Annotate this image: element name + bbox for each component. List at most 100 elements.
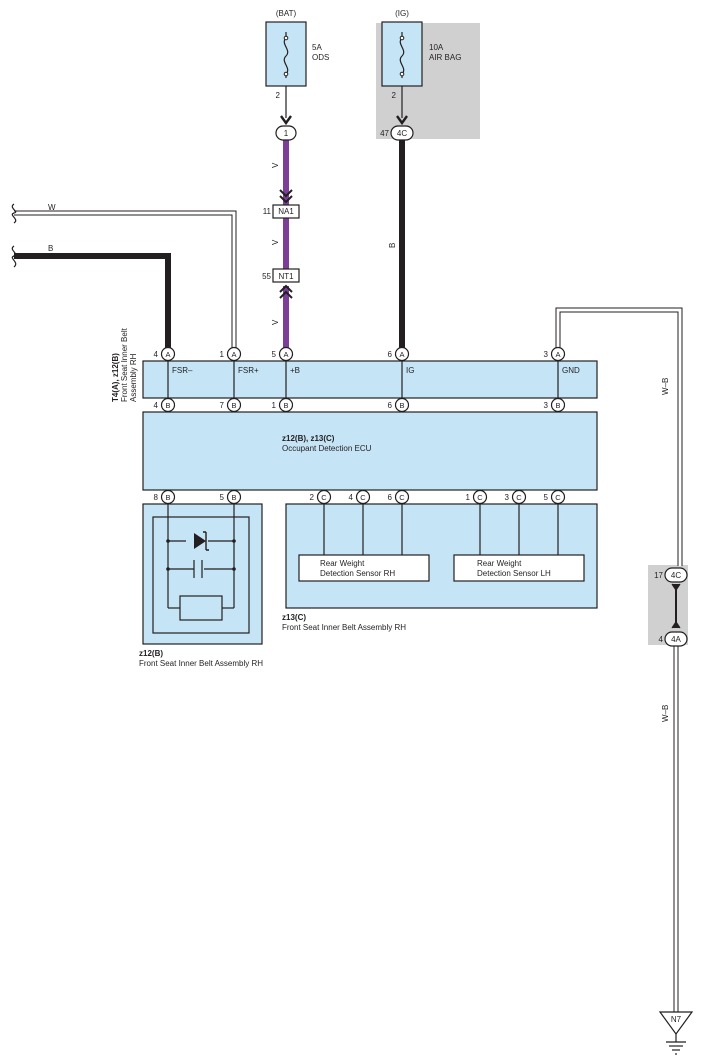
bat-fuse-dot-bottom — [283, 71, 289, 77]
assy-b-name: Front Seat Inner Belt Assembly RH — [139, 659, 263, 668]
bat-fuse-dot-top — [283, 35, 289, 41]
wire-label-v2: V — [271, 239, 280, 245]
sensor-rh-line2: Detection Sensor RH — [320, 569, 395, 578]
ig-fuse-pin: 2 — [392, 91, 397, 100]
module-a-top-pin-4-marker — [550, 346, 566, 362]
connector-4c-top-pin: 47 — [380, 129, 389, 138]
connector-4c-right-label: 4C — [671, 571, 681, 580]
module-a-top-pin-3-marker — [394, 346, 410, 362]
na1-pin: 11 — [263, 207, 272, 216]
nt1-pin: 55 — [262, 272, 271, 281]
na1-arrow — [279, 189, 293, 204]
ecu-bottom-pin-6-conn: C — [516, 493, 522, 502]
w-wire — [14, 210, 237, 348]
assy-b-circuit — [167, 504, 235, 621]
ecu-bottom-pin-7-conn: C — [555, 493, 561, 502]
module-a-terminal-name-4: GND — [562, 366, 580, 375]
connector-4a-right — [664, 631, 688, 647]
bat-fuse-name: ODS — [312, 53, 329, 62]
ecu-bottom-pin-3-num: 4 — [349, 493, 354, 502]
ig-source-label: (IG) — [395, 9, 409, 18]
ecu-bottom-pin-4-num: 6 — [388, 493, 393, 502]
connector-1 — [275, 125, 297, 141]
sensor-rh-box — [298, 554, 430, 582]
ecu-bottom-pin-5-conn: C — [477, 493, 483, 502]
connector-4a-right-label: 4A — [671, 635, 681, 644]
connector-4c-top-label: 4C — [397, 129, 407, 138]
module-a-bottom-pin-0-num: 4 — [154, 401, 159, 410]
module-a-bottom-pin-0-conn: B — [165, 401, 170, 410]
wire-label-w: W — [48, 203, 56, 212]
wire-label-b-ig: B — [388, 243, 397, 248]
ecu-bottom-pin-7-num: 5 — [544, 493, 549, 502]
module-a-bottom-pin-1-conn: B — [231, 401, 236, 410]
ground-triangle — [658, 1011, 694, 1036]
connector-4c-right — [664, 567, 688, 583]
ecu-bottom-pin-4-conn: C — [399, 493, 405, 502]
module-a-top-pin-3-conn: A — [399, 350, 404, 359]
ecu-bottom-pin-0-conn: B — [165, 493, 170, 502]
sensor-lh-line2: Detection Sensor LH — [477, 569, 551, 578]
ecu-bottom-pin-0-num: 8 — [154, 493, 159, 502]
module-a-bottom-pin-1-num: 7 — [220, 401, 225, 410]
sensor-lh-box — [453, 554, 585, 582]
wire-label-v3: V — [271, 319, 280, 325]
bat-source-label: (BAT) — [276, 9, 297, 18]
ground-label: N7 — [671, 1015, 682, 1024]
module-a-top-pin-0-conn: A — [165, 350, 170, 359]
module-a-terminal-name-1: FSR+ — [238, 366, 259, 375]
module-a-bottom-pin-4-num: 3 — [544, 401, 549, 410]
sensor-lh-line1: Rear Weight — [477, 559, 522, 568]
b-wire-break — [11, 245, 17, 268]
bat-wire-arrow — [280, 115, 292, 126]
module-a-bottom-pin-3-num: 6 — [388, 401, 393, 410]
module-a-top-pin-1-num: 1 — [220, 350, 225, 359]
assy-b-title: z12(B) — [139, 649, 163, 658]
module-a-top-pin-4-conn: A — [555, 350, 560, 359]
module-a-top-pin-3-num: 6 — [388, 350, 393, 359]
ground-icon — [666, 1034, 686, 1055]
connector-nt1-label: NT1 — [278, 272, 294, 281]
assy-b-junction-dots — [166, 539, 236, 571]
connector-4a-right-pin: 4 — [659, 635, 664, 644]
connector-nt1 — [272, 268, 300, 283]
ecu-bottom-pin-2-conn: C — [321, 493, 327, 502]
module-a-side-bold: T4(A), z12(B) — [111, 353, 120, 402]
module-a-top-pin-0-num: 4 — [154, 350, 159, 359]
module-a-top-pin-1-marker — [226, 346, 242, 362]
module-a-top-pin-1-conn: A — [231, 350, 236, 359]
ig-fuse-icon — [399, 32, 405, 78]
ig-fuse-dot-bottom — [399, 71, 405, 77]
bat-fuse-pin: 2 — [276, 91, 281, 100]
module-a-top-pin-4-num: 3 — [544, 350, 549, 359]
module-a-top-pin-2-marker — [278, 346, 294, 362]
wire-label-v1: V — [271, 162, 280, 168]
module-a-top-pin-2-num: 5 — [272, 350, 277, 359]
connector-4c-right-pin: 17 — [654, 571, 663, 580]
ecu-name: Occupant Detection ECU — [282, 444, 372, 453]
junction-arrow-up — [671, 620, 681, 629]
assy-c-name: Front Seat Inner Belt Assembly RH — [282, 623, 406, 632]
ecu-title: z12(B), z13(C) — [282, 434, 335, 443]
ecu-box — [142, 411, 598, 491]
ecu-bottom-pin-3-conn: C — [360, 493, 366, 502]
ig-wire-arrow — [396, 115, 408, 126]
connector-na1-label: NA1 — [278, 207, 294, 216]
w-wire-inner — [14, 211, 236, 348]
ecu-bottom-pin-1-num: 5 — [220, 493, 225, 502]
sensor-rh-line1: Rear Weight — [320, 559, 365, 568]
module-a-box — [142, 360, 598, 399]
ecu-bottom-pin-2-num: 2 — [310, 493, 315, 502]
wb-wire-inner — [556, 308, 682, 566]
module-a-side-1: Front Seat Inner Belt — [120, 327, 129, 402]
zener-diode-bar — [203, 531, 209, 551]
w-wire-break — [11, 203, 17, 224]
connector-4c-top — [390, 125, 414, 141]
module-a-bottom-pin-4-conn: B — [555, 401, 560, 410]
assy-b-inner — [152, 516, 250, 634]
module-a-top-pin-0-marker — [160, 346, 176, 362]
wire-label-b-left: B — [48, 244, 53, 253]
wire-label-wb1: W–B — [661, 378, 670, 395]
